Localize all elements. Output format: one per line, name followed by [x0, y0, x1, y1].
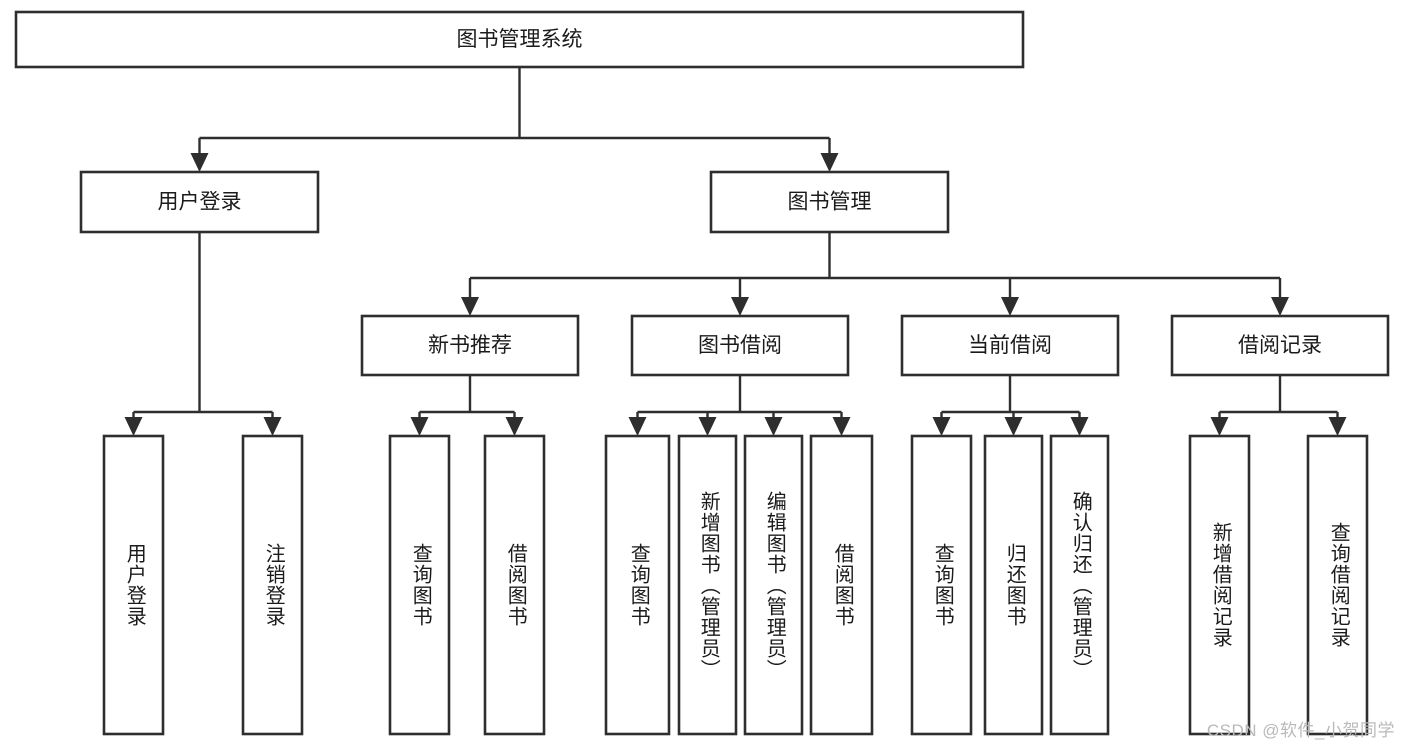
node-box-borrow[interactable] — [630, 314, 850, 377]
node-box-root[interactable] — [14, 10, 1025, 69]
watermark-text: CSDN @软件_小贺同学 — [1206, 721, 1395, 740]
node-boxes-layer — [14, 10, 1390, 736]
node-label-newbook: 新书推荐 — [428, 334, 512, 357]
node-box-leaf-current-confirm[interactable] — [1049, 434, 1110, 736]
arrow-head-leaf-current-query — [932, 417, 951, 436]
arrow-head-leaf-borrow-lend — [832, 417, 851, 436]
arrow-head-leaf-borrow-edit — [764, 417, 783, 436]
arrow-head-leaf-new-query — [410, 417, 429, 436]
arrow-head-records — [1271, 297, 1289, 316]
arrow-head-leaf-borrow-query — [628, 417, 647, 436]
arrow-head-leaf-new-borrow — [505, 417, 524, 436]
node-box-leaf-borrow-query[interactable] — [604, 434, 671, 736]
node-box-leaf-new-borrow[interactable] — [483, 434, 546, 736]
node-label-bookmgmt: 图书管理 — [788, 191, 872, 214]
node-box-leaf-current-return[interactable] — [983, 434, 1044, 736]
node-box-login[interactable] — [79, 170, 320, 234]
arrow-head-leaf-current-return — [1004, 417, 1023, 436]
node-box-leaf-borrow-edit[interactable] — [743, 434, 804, 736]
node-label-root: 图书管理系统 — [457, 28, 583, 51]
node-box-current[interactable] — [900, 314, 1120, 377]
arrow-head-leaf-current-confirm — [1070, 417, 1089, 436]
node-box-leaf-user-login[interactable] — [102, 434, 165, 736]
node-box-leaf-record-add[interactable] — [1188, 434, 1251, 736]
arrow-head-current — [1001, 297, 1019, 316]
node-box-newbook[interactable] — [360, 314, 580, 377]
node-label-current: 当前借阅 — [968, 334, 1052, 357]
arrow-head-newbook — [461, 297, 479, 316]
node-box-leaf-borrow-add[interactable] — [677, 434, 738, 736]
node-box-leaf-current-query[interactable] — [910, 434, 973, 736]
node-box-leaf-user-logout[interactable] — [241, 434, 304, 736]
node-box-leaf-borrow-lend[interactable] — [809, 434, 874, 736]
node-label-borrow: 图书借阅 — [698, 334, 782, 357]
arrow-head-leaf-record-add — [1210, 417, 1229, 436]
arrow-head-leaf-borrow-add — [698, 417, 717, 436]
arrow-head-leaf-user-login — [124, 417, 143, 436]
arrow-head-bookmgmt — [820, 153, 839, 172]
arrow-head-login — [190, 153, 209, 172]
arrow-head-leaf-record-query — [1328, 417, 1347, 436]
arrow-head-leaf-user-logout — [263, 417, 282, 436]
node-box-leaf-new-query[interactable] — [388, 434, 451, 736]
node-box-records[interactable] — [1170, 314, 1390, 377]
arrow-head-borrow — [731, 297, 749, 316]
node-box-bookmgmt[interactable] — [709, 170, 950, 234]
node-label-records: 借阅记录 — [1238, 334, 1322, 357]
node-box-leaf-record-query[interactable] — [1306, 434, 1369, 736]
connectors-layer — [124, 67, 1347, 436]
node-label-login: 用户登录 — [158, 191, 242, 214]
